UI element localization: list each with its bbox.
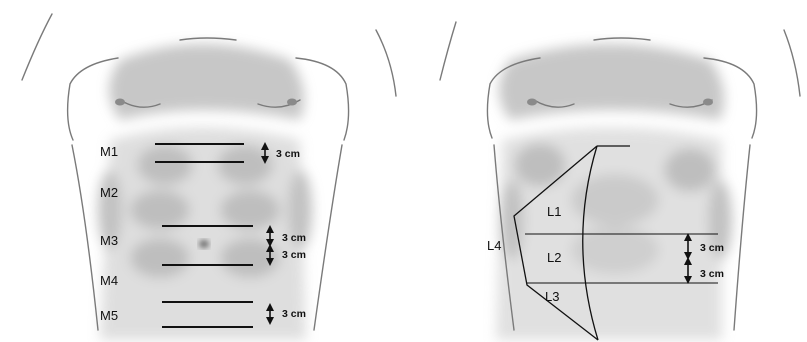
- left-navel: [199, 240, 209, 248]
- measure-label-l2-upper: 3 cm: [700, 242, 724, 254]
- measure-label-l2-lower: 3 cm: [700, 268, 724, 280]
- region-label-l3: L3: [545, 289, 559, 304]
- region-label-m5: M5: [100, 308, 118, 323]
- measure-label-m3-upper: 3 cm: [282, 232, 306, 244]
- region-label-l4: L4: [487, 238, 501, 253]
- region-label-m2: M2: [100, 185, 118, 200]
- region-label-m1: M1: [100, 144, 118, 159]
- region-label-m3: M3: [100, 233, 118, 248]
- region-label-l2: L2: [547, 250, 561, 265]
- left-torso-shading: [98, 44, 312, 340]
- measure-label-m1: 3 cm: [276, 148, 300, 160]
- measure-label-m3-lower: 3 cm: [282, 249, 306, 261]
- region-label-l1: L1: [547, 204, 561, 219]
- measure-label-m5: 3 cm: [282, 308, 306, 320]
- left-torso: M1 M2 M3 M4 M5 3 cm 3 cm 3 cm 3 cm: [22, 14, 396, 340]
- right-torso-shading: [496, 44, 732, 340]
- region-label-m4: M4: [100, 273, 118, 288]
- right-torso: L1 L2 L3 L4 3 cm 3 cm: [440, 22, 800, 340]
